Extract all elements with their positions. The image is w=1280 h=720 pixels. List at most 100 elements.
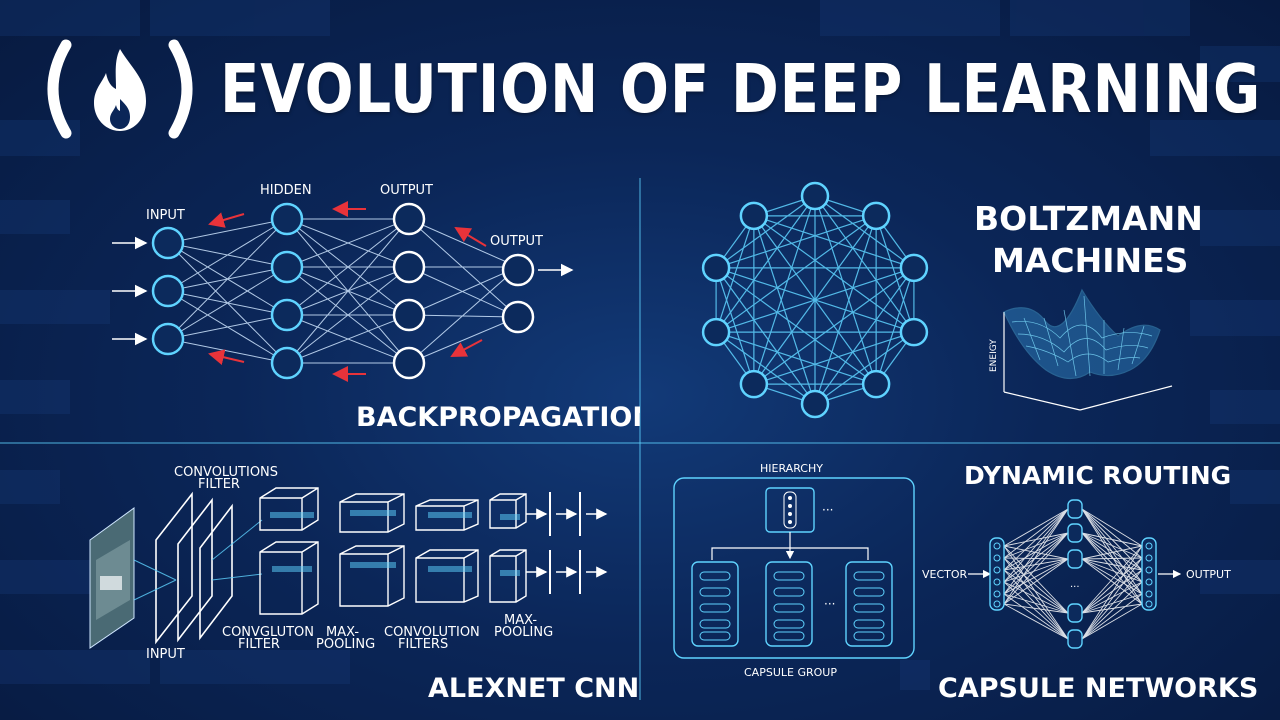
routing-edge xyxy=(1003,508,1069,559)
routing-edge xyxy=(1081,545,1143,614)
bm-edge xyxy=(753,215,915,269)
bm-node xyxy=(861,201,891,231)
fire-icon xyxy=(94,49,146,131)
routing-edge xyxy=(1003,508,1069,605)
routing-edge xyxy=(1081,545,1143,560)
capsule-column xyxy=(845,561,893,647)
routing-edge xyxy=(1081,508,1143,547)
conv-filter-label-line1: CONVOLUTIONS xyxy=(174,465,278,480)
routing-edge xyxy=(1003,508,1069,595)
hidden-label: HIDDEN xyxy=(260,183,312,198)
backpropagation-title: BACKPROPAGATION xyxy=(356,402,640,433)
bm-edge xyxy=(715,267,816,405)
routing-edge xyxy=(1081,581,1143,640)
routing-edge xyxy=(1003,508,1069,583)
page-title: EVOLUTION OF DEEP LEARNING xyxy=(220,50,1262,128)
bm-edge xyxy=(814,267,915,405)
top-ellipsis: ··· xyxy=(822,503,833,517)
routing-edge xyxy=(1003,603,1069,614)
capsule-unit xyxy=(853,603,885,613)
capsule-unit xyxy=(853,619,885,629)
routing-edge xyxy=(1081,557,1143,640)
routing-edge xyxy=(1081,558,1143,571)
backpropagation-diagram: INPUT HIDDEN OUTPUT OUTPUT BACKPROPAGATI… xyxy=(112,183,640,433)
bm-node xyxy=(861,369,891,399)
conv-filters-label-line2: FILTERS xyxy=(398,637,448,652)
title-bar: EVOLUTION OF DEEP LEARNING xyxy=(36,34,1280,144)
routing-edge xyxy=(1003,545,1069,614)
maxpool2-label-line2: POOLING xyxy=(494,625,553,640)
energy-surface: ENEIGY xyxy=(989,288,1173,411)
input-label: INPUT xyxy=(146,208,185,223)
routing-edge xyxy=(1081,557,1143,614)
routing-edge xyxy=(1081,508,1143,559)
bm-edge xyxy=(715,195,816,333)
routing-edge xyxy=(1081,593,1143,614)
routing-edge xyxy=(1003,532,1069,605)
routing-edge xyxy=(1081,569,1143,640)
bm-edge xyxy=(753,215,915,333)
routing-edge xyxy=(1081,558,1143,605)
energy-axis-label: ENEIGY xyxy=(989,339,999,372)
capsule-unit xyxy=(773,619,805,629)
routing-edge xyxy=(1003,532,1069,595)
convgluton-label-line1: CONVGLUTON xyxy=(222,625,314,640)
boltzmann-diagram: BOLTZMANN MACHINES ENEIGY xyxy=(701,181,1203,419)
bm-edge xyxy=(715,215,755,333)
bm-edge xyxy=(753,215,877,385)
routing-edge xyxy=(1003,569,1069,614)
output-label-2: OUTPUT xyxy=(490,234,543,249)
bm-edge xyxy=(715,331,877,385)
routing-ellipsis: ··· xyxy=(1070,582,1080,593)
routing-edge xyxy=(1081,603,1143,640)
routing-edge xyxy=(1003,603,1069,640)
maxpool1-label-line1: MAX- xyxy=(326,625,359,640)
routing-edge xyxy=(1003,569,1069,640)
routing-edge xyxy=(1081,569,1143,614)
routing-edge xyxy=(1081,545,1143,640)
alexnet-diagram: CONVOLUTIONS FILTER INPUT CONVGLUTON FIL… xyxy=(89,465,639,704)
capsule-group-label: CAPSULE GROUP xyxy=(744,666,837,679)
routing-edge xyxy=(1081,532,1143,583)
capsule-unit xyxy=(699,587,731,597)
routing-edge xyxy=(1003,545,1069,560)
alexnet-title: ALEXNET CNN xyxy=(428,673,639,704)
column-ellipsis: ··· xyxy=(824,597,835,611)
routing-edge xyxy=(1003,557,1069,614)
bm-edge xyxy=(753,331,915,385)
bm-node xyxy=(739,201,769,231)
dynamic-routing-title: DYNAMIC ROUTING xyxy=(964,461,1231,490)
routing-edge xyxy=(1081,603,1143,614)
routing-edge xyxy=(1003,508,1069,547)
conv-filters-label-line1: CONVOLUTION xyxy=(384,625,480,640)
bm-edge xyxy=(753,215,816,405)
routing-edge xyxy=(1081,557,1143,560)
bm-node xyxy=(899,317,929,347)
routing-edge xyxy=(1003,545,1069,640)
capsule-unit xyxy=(773,603,805,613)
output-label-capsule: OUTPUT xyxy=(1186,568,1231,581)
bm-node xyxy=(800,389,830,419)
bm-edge xyxy=(715,215,877,269)
routing-edge xyxy=(1081,532,1143,547)
input-image xyxy=(89,507,135,649)
routing-edge xyxy=(1081,581,1143,614)
boltzmann-title-line1: BOLTZMANN xyxy=(974,199,1203,238)
routing-edge xyxy=(1003,557,1069,640)
capsule-group-box xyxy=(673,477,915,659)
capsule-unit xyxy=(699,603,731,613)
hierarchy-label: HIERARCHY xyxy=(760,462,823,475)
freecodecamp-logo xyxy=(36,39,204,139)
routing-edge xyxy=(1081,558,1143,583)
routing-edge xyxy=(1081,532,1143,605)
boltzmann-title-line2: MACHINES xyxy=(992,241,1188,280)
routing-edge xyxy=(1081,532,1143,571)
routing-edge xyxy=(1003,593,1069,640)
routing-edge xyxy=(1081,593,1143,640)
bm-edge xyxy=(715,267,755,385)
routing-edge xyxy=(1081,532,1143,559)
routing-edge xyxy=(1003,558,1069,583)
routing-edge xyxy=(1003,557,1069,560)
capsule-column xyxy=(691,561,739,647)
